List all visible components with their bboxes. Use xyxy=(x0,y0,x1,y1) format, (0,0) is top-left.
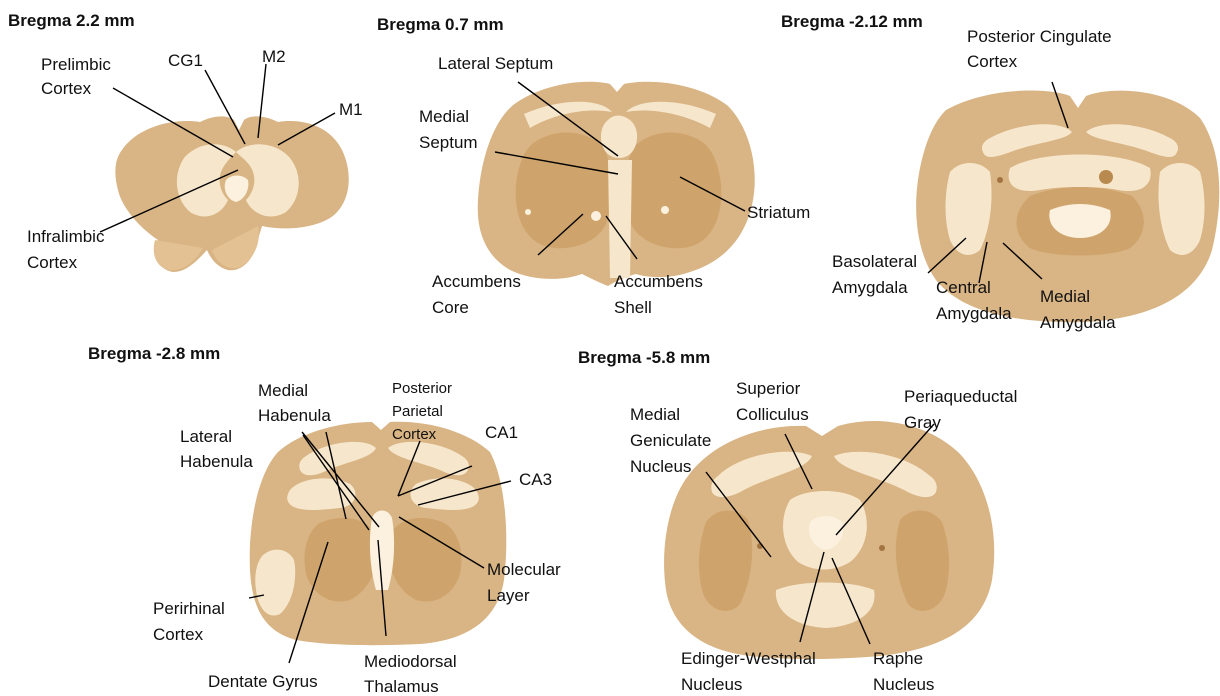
label-medial-amygdala: Medial xyxy=(1040,287,1090,306)
brain-section-image xyxy=(250,422,507,645)
brain-section-image xyxy=(478,82,755,286)
panel-bregma-minus-2-12: Bregma -2.12 mm Posterior Cingulate Cort… xyxy=(781,12,1219,332)
label-edinger-westphal: Edinger-Westphal xyxy=(681,649,816,668)
label-raphe-nucleus: Raphe xyxy=(873,649,923,668)
label-lateral-septum: Lateral Septum xyxy=(438,54,553,73)
label-posterior-parietal-cortex-3: Cortex xyxy=(392,426,437,443)
label-medial-amygdala-2: Amygdala xyxy=(1040,313,1116,332)
panel-bregma-2-2: Bregma 2.2 mm Prelimbic Cortex CG1 M2 M1… xyxy=(8,11,363,272)
label-medial-geniculate: Medial xyxy=(630,405,680,424)
label-posterior-cingulate: Posterior Cingulate xyxy=(967,27,1112,46)
panel-title: Bregma 2.2 mm xyxy=(8,11,135,30)
label-infralimbic-2: Cortex xyxy=(27,253,78,272)
label-lateral-habenula-2: Habenula xyxy=(180,452,253,471)
label-cg1: CG1 xyxy=(168,51,203,70)
label-dentate-gyrus: Dentate Gyrus xyxy=(208,672,318,691)
label-medial-geniculate-3: Nucleus xyxy=(630,457,691,476)
brain-section-image xyxy=(664,421,994,659)
label-periaqueductal-gray: Periaqueductal xyxy=(904,387,1017,406)
label-accumbens-shell: Accumbens xyxy=(614,272,703,291)
label-edinger-westphal-2: Nucleus xyxy=(681,675,742,694)
label-accumbens-core: Accumbens xyxy=(432,272,521,291)
label-medial-geniculate-2: Geniculate xyxy=(630,431,711,450)
label-perirhinal-cortex: Perirhinal xyxy=(153,599,225,618)
label-central-amygdala: Central xyxy=(936,278,991,297)
panel-bregma-minus-5-8: Bregma -5.8 mm Superior Colliculus Peria… xyxy=(578,348,1017,694)
label-striatum: Striatum xyxy=(747,203,810,222)
label-superior-colliculus: Superior xyxy=(736,379,801,398)
label-posterior-parietal-cortex: Posterior xyxy=(392,380,452,397)
label-medial-septum-2: Septum xyxy=(419,133,478,152)
label-medial-habenula: Medial xyxy=(258,381,308,400)
label-mediodorsal-thalamus-2: Thalamus xyxy=(364,677,439,696)
label-accumbens-shell-2: Shell xyxy=(614,298,652,317)
label-ca3: CA3 xyxy=(519,470,552,489)
panel-bregma-minus-2-8: Bregma -2.8 mm Medial Habenula P xyxy=(88,344,561,696)
label-basolateral-amygdala: Basolateral xyxy=(832,252,917,271)
label-infralimbic: Infralimbic xyxy=(27,227,105,246)
label-raphe-nucleus-2: Nucleus xyxy=(873,675,934,694)
label-prelimbic: Prelimbic xyxy=(41,55,111,74)
label-prelimbic-2: Cortex xyxy=(41,79,92,98)
label-medial-septum: Medial xyxy=(419,107,469,126)
label-superior-colliculus-2: Colliculus xyxy=(736,405,809,424)
label-m1: M1 xyxy=(339,100,363,119)
label-ca1: CA1 xyxy=(485,423,518,442)
label-lateral-habenula: Lateral xyxy=(180,427,232,446)
panel-title: Bregma -2.12 mm xyxy=(781,12,923,31)
label-molecular-layer: Molecular xyxy=(487,560,561,579)
panel-bregma-0-7: Bregma 0.7 mm Lateral Septum Medial Sept… xyxy=(377,15,810,317)
label-perirhinal-cortex-2: Cortex xyxy=(153,625,204,644)
panel-title: Bregma -2.8 mm xyxy=(88,344,220,363)
label-posterior-parietal-cortex-2: Parietal xyxy=(392,403,443,420)
label-molecular-layer-2: Layer xyxy=(487,586,530,605)
label-mediodorsal-thalamus: Mediodorsal xyxy=(364,652,457,671)
label-periaqueductal-gray-2: Gray xyxy=(904,413,941,432)
panel-title: Bregma -5.8 mm xyxy=(578,348,710,367)
panel-title: Bregma 0.7 mm xyxy=(377,15,504,34)
label-medial-habenula-2: Habenula xyxy=(258,406,331,425)
label-m2: M2 xyxy=(262,47,286,66)
label-basolateral-amygdala-2: Amygdala xyxy=(832,278,908,297)
label-central-amygdala-2: Amygdala xyxy=(936,304,1012,323)
brain-section-image xyxy=(115,116,348,272)
label-posterior-cingulate-2: Cortex xyxy=(967,52,1018,71)
label-accumbens-core-2: Core xyxy=(432,298,469,317)
